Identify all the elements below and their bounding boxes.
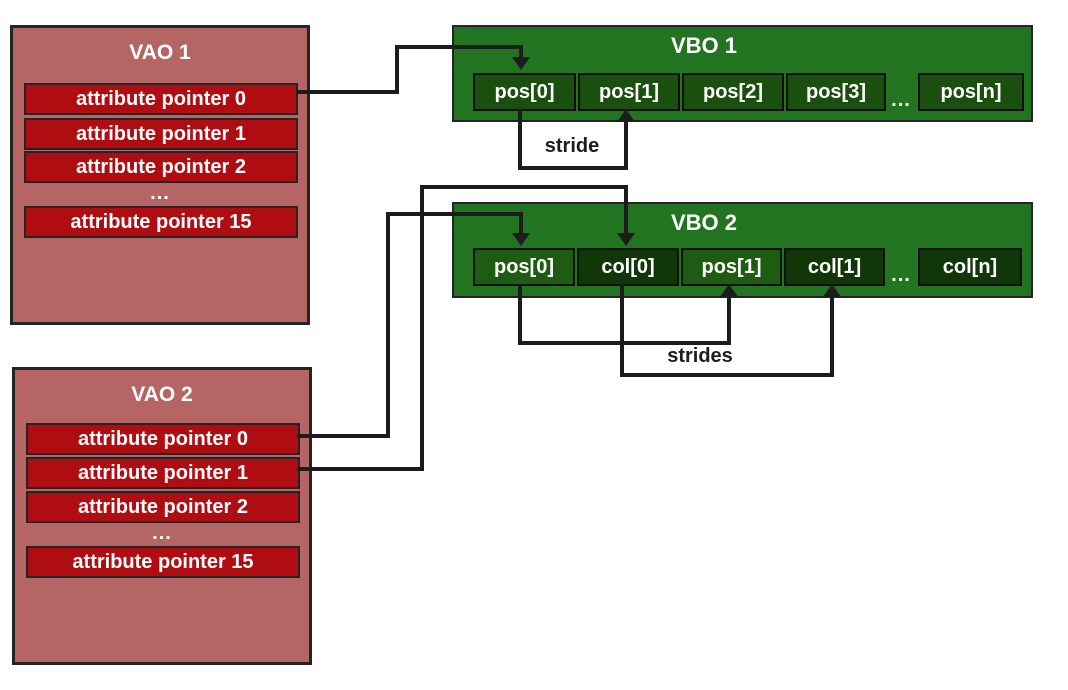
vbo1-cell-pos2: pos[2] [682,73,784,111]
connector-line [420,185,628,189]
vbo2-cell-coln: col[n] [918,248,1022,286]
connector-line [624,185,628,235]
vbo2-cell-pos0: pos[0] [473,248,575,286]
vao1-attribute-pointer-15: attribute pointer 15 [24,206,298,238]
stride-bracket-line [518,109,522,170]
vao1-attribute-pointer-0: attribute pointer 0 [24,83,298,115]
vbo2-cell-pos1: pos[1] [681,248,782,286]
vao2-title: VAO 2 [131,383,193,406]
vao1-ellipsis: ... [150,182,170,204]
vbo1-box: VBO 1 pos[0] pos[1] pos[2] pos[3] ... po… [452,25,1033,122]
vao1-attribute-pointer-2: attribute pointer 2 [24,151,298,183]
strides-bracket-line [518,341,731,345]
arrowhead-up-icon [617,109,635,122]
vao2-ellipsis: ... [152,522,172,544]
stride-bracket-line [624,122,628,170]
strides-bracket-line [727,297,731,345]
connector-line [519,212,523,235]
vbo2-box: VBO 2 pos[0] col[0] pos[1] col[1] ... co… [452,202,1033,298]
vbo2-ellipsis: ... [891,264,911,286]
strides-label: strides [667,345,733,367]
vbo2-cell-col1: col[1] [784,248,885,286]
vbo1-cell-pos1: pos[1] [578,73,680,111]
vao1-attribute-pointer-1: attribute pointer 1 [24,118,298,150]
arrowhead-down-icon [512,233,530,246]
arrowhead-up-icon [720,284,738,297]
strides-bracket-line [620,284,624,377]
arrowhead-up-icon [823,284,841,297]
vbo1-ellipsis: ... [891,89,911,111]
stride-label: stride [544,135,600,157]
vbo2-title: VBO 2 [670,210,738,235]
connector-line [297,467,424,471]
vbo2-cell-col0: col[0] [577,248,679,286]
vbo1-cell-pos0: pos[0] [473,73,576,111]
vbo1-cell-posn: pos[n] [918,73,1024,111]
stride-bracket-line [518,166,628,170]
connector-line [395,45,399,94]
vao1-title: VAO 1 [129,41,191,64]
vao2-attribute-pointer-2: attribute pointer 2 [26,491,300,523]
vbo1-title: VBO 1 [670,33,738,58]
connector-line [395,45,523,49]
vao2-attribute-pointer-0: attribute pointer 0 [26,423,300,455]
vao2-attribute-pointer-1: attribute pointer 1 [26,457,300,489]
strides-bracket-line [830,297,834,377]
vbo1-cell-pos3: pos[3] [786,73,886,111]
arrowhead-down-icon [512,57,530,70]
arrowhead-down-icon [617,233,635,246]
connector-line [386,212,523,216]
vao2-attribute-pointer-15: attribute pointer 15 [26,546,300,578]
strides-bracket-line [518,284,522,345]
connector-line [297,434,390,438]
strides-bracket-line [620,373,834,377]
connector-line [420,185,424,471]
connector-line [519,45,523,59]
vao1-box: VAO 1 attribute pointer 0 attribute poin… [10,25,310,325]
vao2-box: VAO 2 attribute pointer 0 attribute poin… [12,367,312,665]
connector-line [297,90,399,94]
connector-line [386,212,390,438]
